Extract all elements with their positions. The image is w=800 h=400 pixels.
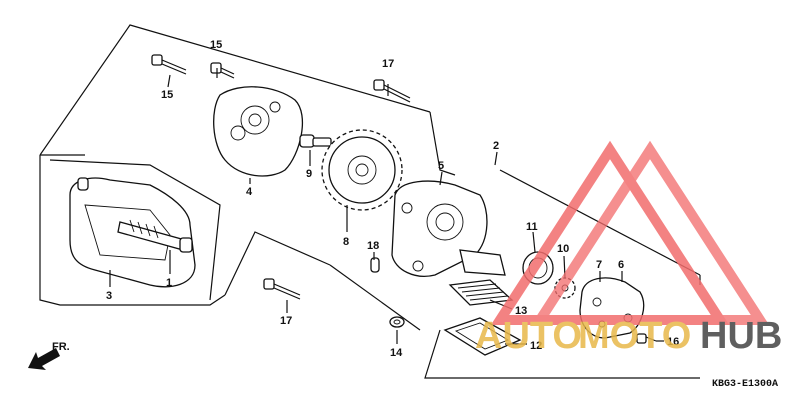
watermark-triangle-logo bbox=[490, 140, 770, 325]
callout-17-upper: 17 bbox=[382, 58, 394, 70]
bolt-17-upper bbox=[373, 79, 411, 103]
front-label: FR. bbox=[52, 341, 70, 353]
part-18-dowel bbox=[370, 257, 380, 273]
watermark-auto: AUTO bbox=[475, 315, 582, 357]
watermark-hub: HUB bbox=[700, 315, 782, 357]
bolt-17-lower bbox=[263, 278, 301, 300]
bolt-15-right bbox=[210, 62, 235, 79]
callout-1: 1 bbox=[166, 277, 172, 289]
front-arrow-icon bbox=[28, 348, 60, 370]
callout-5: 5 bbox=[438, 160, 444, 172]
callout-17-lower: 17 bbox=[280, 315, 292, 327]
part-14-washer bbox=[389, 316, 405, 328]
part-8-gear bbox=[321, 129, 403, 211]
front-direction-indicator: FR. bbox=[28, 341, 70, 370]
callout-15-right: 15 bbox=[210, 39, 222, 51]
callout-18: 18 bbox=[367, 240, 379, 252]
watermark-moto: MOTO bbox=[578, 315, 691, 357]
callout-8: 8 bbox=[343, 236, 349, 248]
callout-13: 13 bbox=[515, 305, 527, 317]
callout-14: 14 bbox=[390, 347, 403, 359]
part-5-pump-body bbox=[391, 180, 506, 277]
callout-3: 3 bbox=[106, 290, 112, 302]
callout-2: 2 bbox=[493, 140, 499, 152]
bolt-15-left bbox=[151, 54, 187, 75]
part-13-screen bbox=[448, 279, 514, 306]
callout-7: 7 bbox=[596, 259, 602, 271]
part-12-gasket bbox=[443, 317, 522, 356]
callout-6: 6 bbox=[618, 259, 624, 271]
automotohub-watermark: AUTO MOTO HUB bbox=[475, 140, 782, 357]
bolt-16 bbox=[636, 333, 657, 344]
callout-labels: 1 2 3 4 5 6 7 8 9 10 11 12 13 14 15 15 1… bbox=[106, 39, 679, 359]
part-4-pump-cover bbox=[213, 86, 303, 177]
callout-10: 10 bbox=[557, 243, 569, 255]
callout-4: 4 bbox=[246, 186, 253, 198]
callout-12: 12 bbox=[530, 340, 542, 352]
part-9-pin bbox=[299, 134, 332, 148]
figure-code: KBG3-E1300A bbox=[712, 379, 778, 390]
part-1-shaft bbox=[117, 219, 193, 253]
callout-9: 9 bbox=[306, 168, 312, 180]
callout-15-left: 15 bbox=[161, 89, 173, 101]
callout-11: 11 bbox=[526, 221, 538, 233]
callout-16: 16 bbox=[667, 336, 679, 348]
